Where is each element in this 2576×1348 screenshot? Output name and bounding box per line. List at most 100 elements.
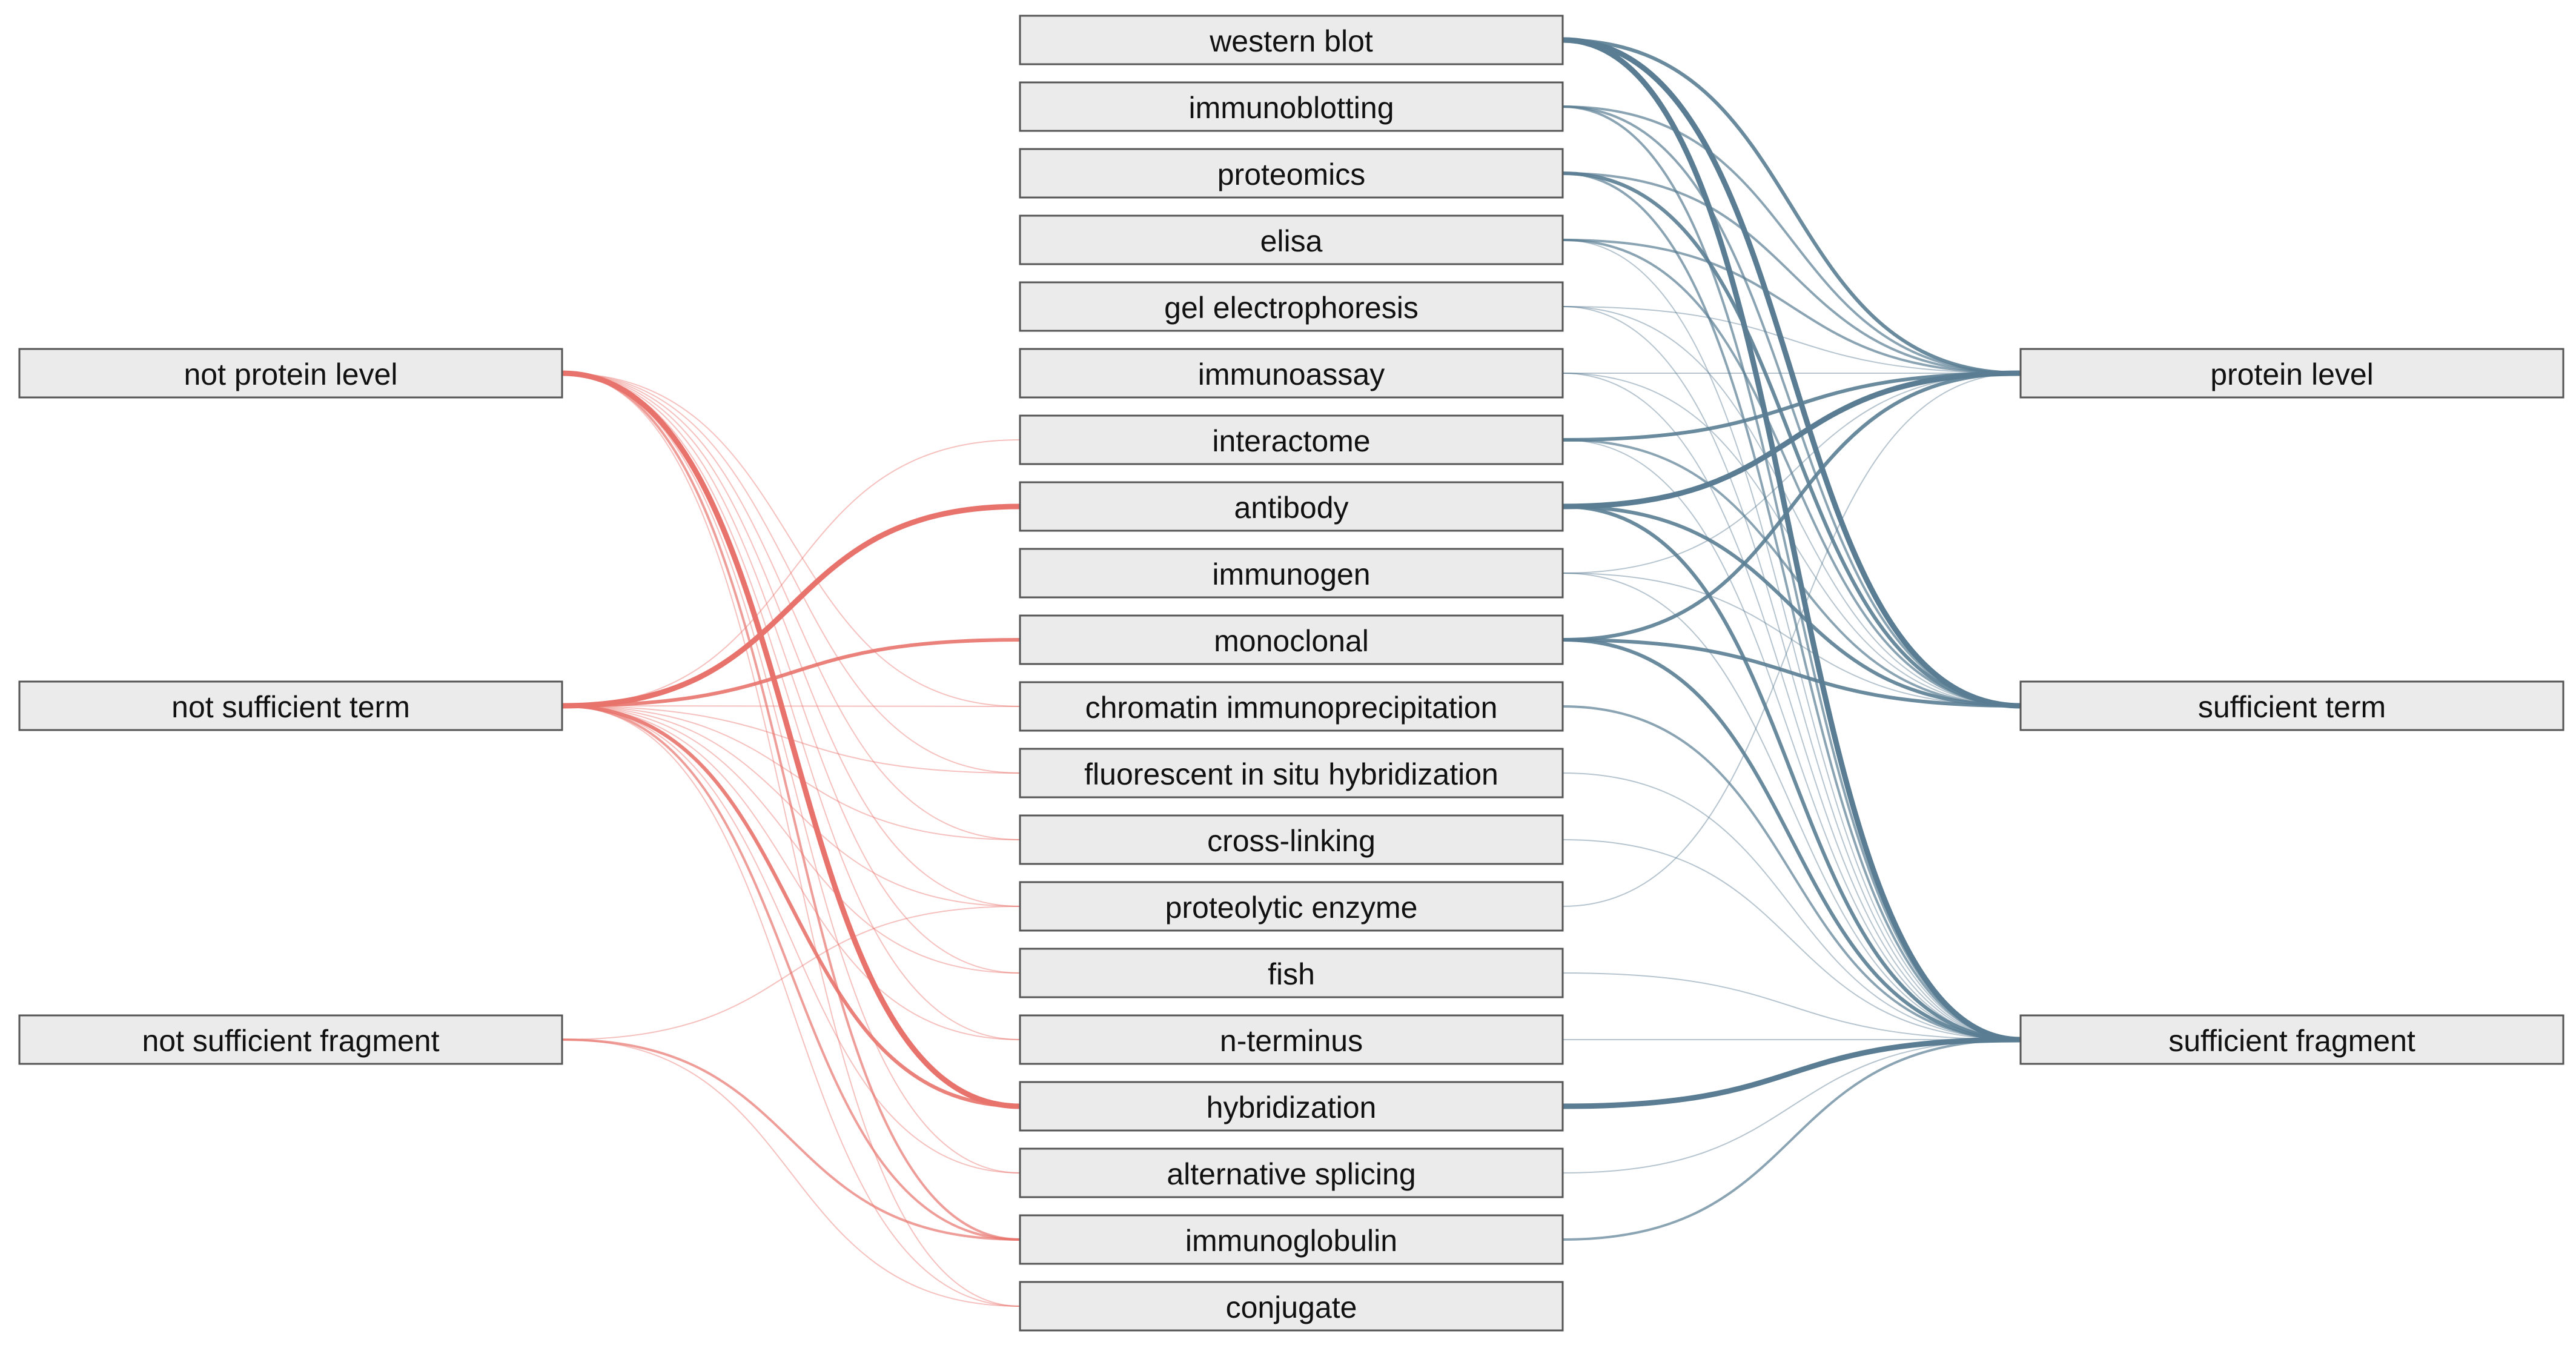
- link-not-sufficient-term-to-immunoglobulin: [561, 705, 1021, 1241]
- link-immunogen-to-sufficient-term: [1562, 573, 2021, 706]
- node-sufficient-term: sufficient term: [2019, 680, 2564, 731]
- node-box-gel-electrophoresis: [1019, 281, 1564, 332]
- link-not-sufficient-fragment-to-proteolytic-enzyme: [561, 906, 1021, 1040]
- node-not-protein-level: not protein level: [18, 348, 563, 399]
- node-immunoblotting: immunoblotting: [1019, 81, 1564, 132]
- node-elisa: elisa: [1019, 214, 1564, 265]
- node-not-sufficient-term: not sufficient term: [18, 680, 563, 731]
- node-label-not-protein-level: not protein level: [184, 357, 397, 391]
- link-not-sufficient-term-to-conjugate: [561, 705, 1021, 1307]
- node-label-immunogen: immunogen: [1212, 557, 1370, 591]
- links-layer: [559, 37, 2024, 1307]
- node-alternative-splicing: alternative splicing: [1019, 1147, 1564, 1198]
- node-label-gel-electrophoresis: gel electrophoresis: [1164, 291, 1419, 325]
- node-box-sufficient-fragment: [2019, 1014, 2564, 1065]
- node-box-not-protein-level: [18, 348, 563, 399]
- link-proteolytic-enzyme-to-protein-level: [1562, 373, 2021, 907]
- node-protein-level: protein level: [2019, 348, 2564, 399]
- link-gel-electrophoresis-to-protein-level: [1562, 306, 2021, 374]
- link-interactome-to-sufficient-term: [1561, 439, 2022, 707]
- link-interactome-to-protein-level: [1561, 371, 2022, 442]
- node-box-immunoglobulin: [1019, 1214, 1564, 1265]
- node-label-hybridization: hybridization: [1207, 1091, 1377, 1124]
- node-cross-linking: cross-linking: [1019, 814, 1564, 865]
- node-box-not-sufficient-fragment: [18, 1014, 563, 1065]
- node-box-conjugate: [1019, 1281, 1564, 1332]
- node-label-immunoglobulin: immunoglobulin: [1185, 1224, 1397, 1258]
- link-interactome-to-sufficient-fragment: [1562, 439, 2021, 1040]
- node-label-antibody: antibody: [1234, 491, 1348, 525]
- node-box-elisa: [1019, 214, 1564, 265]
- link-immunoblotting-to-protein-level: [1561, 105, 2022, 374]
- node-label-interactome: interactome: [1212, 424, 1370, 458]
- link-monoclonal-to-sufficient-term: [1561, 638, 2022, 708]
- link-immunogen-to-sufficient-fragment: [1562, 573, 2021, 1040]
- link-not-sufficient-term-to-alternative-splicing: [561, 705, 1021, 1174]
- node-box-interactome: [1019, 414, 1564, 465]
- link-not-sufficient-term-to-fish: [561, 705, 1021, 974]
- node-proteomics: proteomics: [1019, 148, 1564, 199]
- node-antibody: antibody: [1019, 481, 1564, 532]
- node-hybridization: hybridization: [1019, 1081, 1564, 1132]
- link-not-sufficient-fragment-to-immunoglobulin: [561, 1038, 1021, 1241]
- link-not-sufficient-term-to-proteolytic-enzyme: [561, 705, 1021, 907]
- link-elisa-to-protein-level: [1561, 239, 2022, 374]
- node-box-fluorescent-in-situ-hybridization: [1019, 748, 1564, 799]
- node-proteolytic-enzyme: proteolytic enzyme: [1019, 881, 1564, 932]
- link-immunoassay-to-sufficient-fragment: [1562, 373, 2021, 1040]
- node-label-not-sufficient-term: not sufficient term: [171, 690, 410, 724]
- link-not-protein-level-to-alternative-splicing: [561, 373, 1021, 1174]
- node-label-proteolytic-enzyme: proteolytic enzyme: [1165, 891, 1418, 925]
- link-proteomics-to-protein-level: [1561, 172, 2022, 374]
- node-box-monoclonal: [1019, 614, 1564, 665]
- link-not-sufficient-term-to-interactome: [561, 439, 1021, 706]
- link-not-protein-level-to-chromatin-immunoprecipitation: [561, 373, 1021, 707]
- link-not-sufficient-term-to-fluorescent-in-situ-hybridization: [561, 705, 1021, 774]
- node-box-not-sufficient-term: [18, 680, 563, 731]
- node-box-cross-linking: [1019, 814, 1564, 865]
- node-fish: fish: [1019, 948, 1564, 998]
- link-not-sufficient-term-to-n-terminus: [561, 705, 1021, 1040]
- node-box-hybridization: [1019, 1081, 1564, 1132]
- node-interactome: interactome: [1019, 414, 1564, 465]
- node-label-not-sufficient-fragment: not sufficient fragment: [142, 1024, 439, 1058]
- link-elisa-to-sufficient-term: [1561, 239, 2022, 707]
- node-box-fish: [1019, 948, 1564, 998]
- node-fluorescent-in-situ-hybridization: fluorescent in situ hybridization: [1019, 748, 1564, 799]
- link-immunoglobulin-to-sufficient-fragment: [1561, 1038, 2022, 1241]
- link-western-blot-to-sufficient-fragment: [1560, 37, 2024, 1043]
- link-western-blot-to-protein-level: [1561, 38, 2022, 375]
- node-label-western-blot: western blot: [1209, 24, 1373, 58]
- link-chromatin-immunoprecipitation-to-sufficient-fragment: [1561, 705, 2022, 1041]
- node-box-protein-level: [2019, 348, 2564, 399]
- link-not-protein-level-to-conjugate: [561, 373, 1021, 1307]
- node-label-fluorescent-in-situ-hybridization: fluorescent in situ hybridization: [1084, 757, 1498, 791]
- link-antibody-to-protein-level: [1560, 370, 2024, 510]
- link-not-sufficient-term-to-antibody: [559, 503, 1023, 709]
- node-box-immunoassay: [1019, 348, 1564, 399]
- node-monoclonal: monoclonal: [1019, 614, 1564, 665]
- node-conjugate: conjugate: [1019, 1281, 1564, 1332]
- node-box-sufficient-term: [2019, 680, 2564, 731]
- node-box-immunogen: [1019, 548, 1564, 599]
- node-label-monoclonal: monoclonal: [1214, 624, 1369, 658]
- node-chromatin-immunoprecipitation: chromatin immunoprecipitation: [1019, 681, 1564, 732]
- link-not-protein-level-to-hybridization: [559, 370, 1023, 1109]
- node-n-terminus: n-terminus: [1019, 1014, 1564, 1065]
- link-not-sufficient-term-to-hybridization: [560, 704, 1022, 1108]
- node-box-proteolytic-enzyme: [1019, 881, 1564, 932]
- node-label-n-terminus: n-terminus: [1220, 1024, 1363, 1058]
- link-antibody-to-sufficient-term: [1561, 505, 2022, 708]
- node-label-sufficient-fragment: sufficient fragment: [2168, 1024, 2415, 1058]
- link-not-sufficient-term-to-cross-linking: [561, 705, 1021, 840]
- node-immunogen: immunogen: [1019, 548, 1564, 599]
- link-immunoassay-to-sufficient-term: [1562, 373, 2021, 706]
- node-box-chromatin-immunoprecipitation: [1019, 681, 1564, 732]
- node-box-western-blot: [1019, 15, 1564, 65]
- link-cross-linking-to-sufficient-fragment: [1562, 839, 2021, 1040]
- link-fluorescent-in-situ-hybridization-to-sufficient-fragment: [1562, 772, 2021, 1040]
- node-label-proteomics: proteomics: [1217, 158, 1366, 191]
- node-label-elisa: elisa: [1260, 224, 1323, 258]
- node-label-cross-linking: cross-linking: [1207, 824, 1376, 858]
